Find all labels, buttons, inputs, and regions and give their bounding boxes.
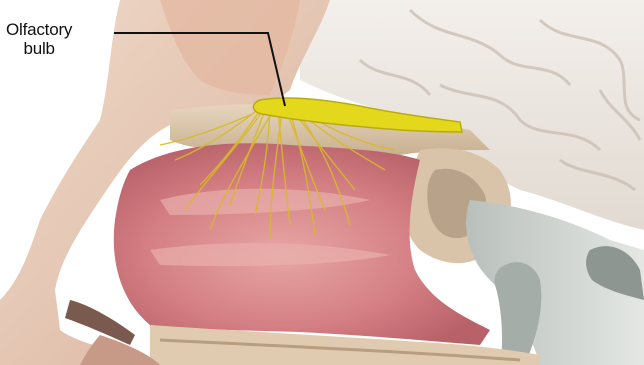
- olfactory-bulb-label: Olfactory bulb: [6, 20, 72, 58]
- label-line-1: Olfactory: [6, 20, 72, 39]
- label-line-2: bulb: [6, 39, 72, 58]
